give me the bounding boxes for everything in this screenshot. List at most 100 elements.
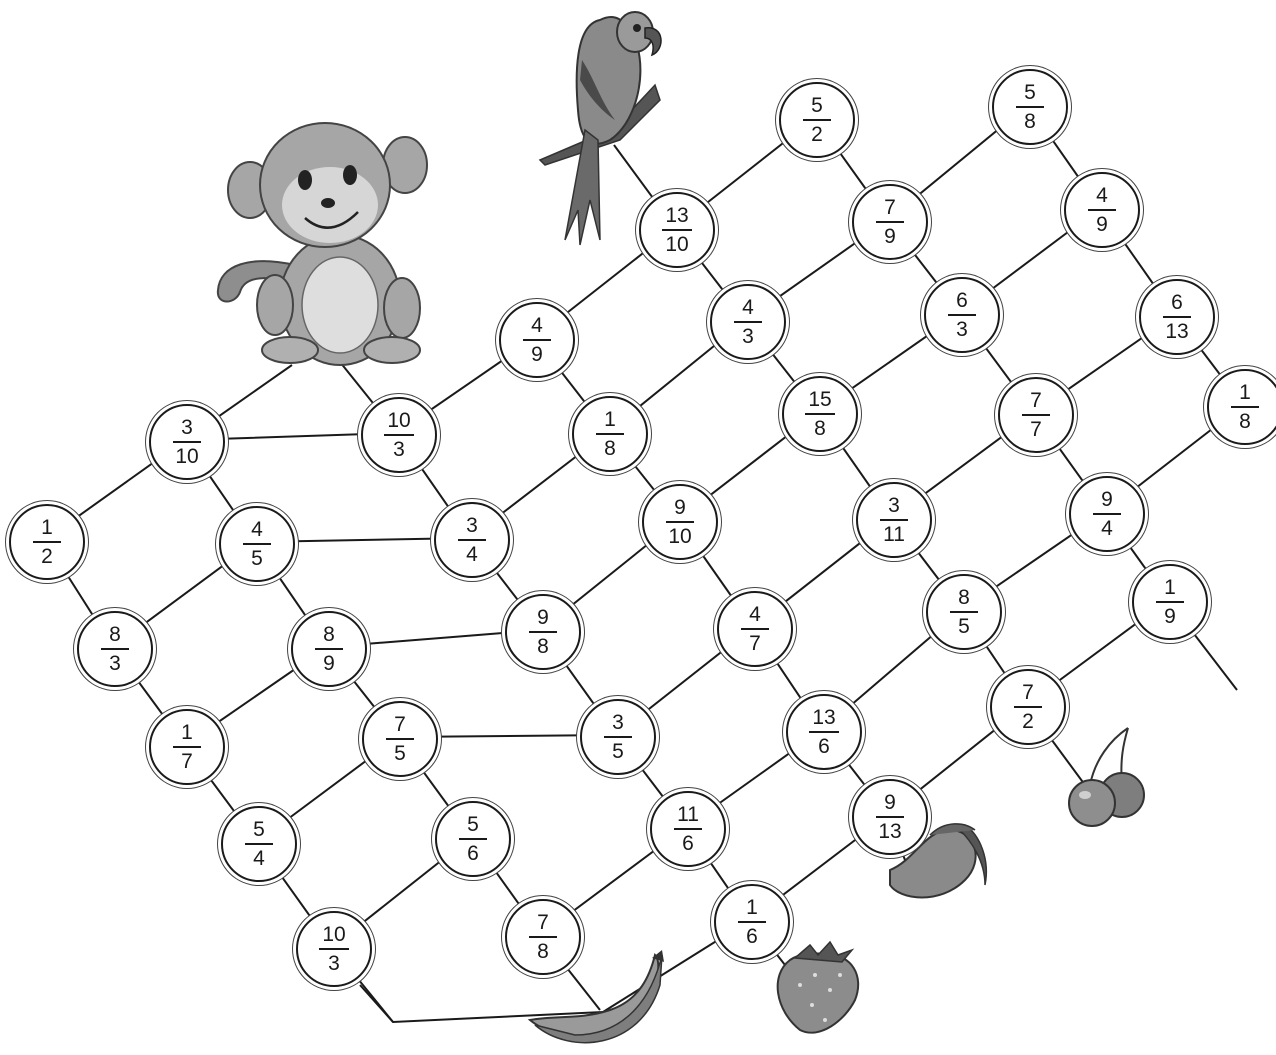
numerator: 3 bbox=[173, 417, 201, 443]
denominator: 2 bbox=[1022, 710, 1034, 733]
denominator: 9 bbox=[323, 652, 335, 675]
denominator: 6 bbox=[818, 735, 830, 758]
banana-icon bbox=[527, 950, 664, 1044]
denominator: 9 bbox=[531, 343, 543, 366]
numerator: 7 bbox=[1014, 682, 1042, 708]
numerator: 5 bbox=[803, 95, 831, 121]
numerator: 1 bbox=[596, 409, 624, 435]
numerator: 9 bbox=[876, 792, 904, 818]
denominator: 3 bbox=[956, 318, 968, 341]
denominator: 5 bbox=[958, 615, 970, 638]
numerator: 13 bbox=[809, 707, 839, 733]
numerator: 9 bbox=[1093, 489, 1121, 515]
numerator: 3 bbox=[604, 712, 632, 738]
numerator: 3 bbox=[880, 495, 908, 521]
numerator: 7 bbox=[876, 197, 904, 223]
denominator: 8 bbox=[1239, 410, 1251, 433]
numerator: 7 bbox=[529, 912, 557, 938]
numerator: 4 bbox=[734, 297, 762, 323]
numerator: 9 bbox=[666, 497, 694, 523]
denominator: 8 bbox=[537, 940, 549, 963]
numerator: 4 bbox=[741, 604, 769, 630]
numerator: 1 bbox=[738, 897, 766, 923]
numerator: 8 bbox=[315, 624, 343, 650]
denominator: 6 bbox=[682, 832, 694, 855]
numerator: 10 bbox=[319, 924, 349, 950]
denominator: 4 bbox=[466, 543, 478, 566]
denominator: 10 bbox=[665, 233, 689, 256]
numerator: 1 bbox=[1156, 577, 1184, 603]
denominator: 2 bbox=[811, 123, 823, 146]
denominator: 6 bbox=[746, 925, 758, 948]
numerator: 9 bbox=[529, 607, 557, 633]
denominator: 8 bbox=[604, 437, 616, 460]
numerator: 15 bbox=[805, 389, 835, 415]
strawberry-icon bbox=[776, 940, 860, 1034]
denominator: 4 bbox=[1101, 517, 1113, 540]
denominator: 7 bbox=[1030, 418, 1042, 441]
denominator: 3 bbox=[328, 952, 340, 975]
